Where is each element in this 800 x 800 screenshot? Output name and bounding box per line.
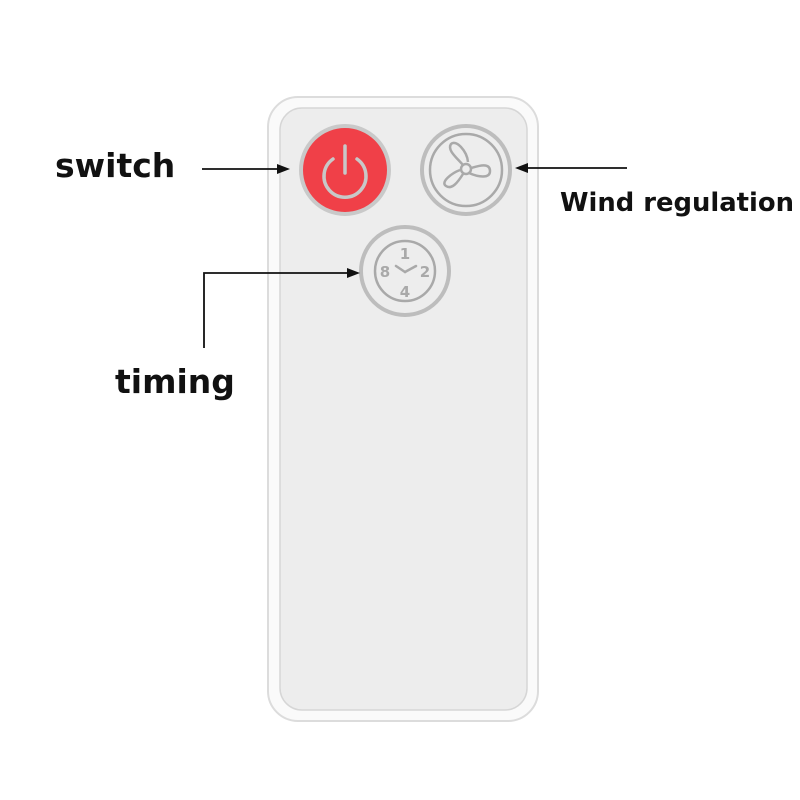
clock-number-bottom: 4 [400,283,410,301]
remote-face-panel [279,107,528,711]
clock-hands [394,264,418,274]
timing-arrow [203,272,350,348]
power-button[interactable] [299,124,391,216]
switch-label: switch [55,146,175,185]
wind-regulation-callout: Wind regulation [515,163,794,218]
power-icon [322,144,368,199]
wind-regulation-arrowhead [515,163,528,173]
clock-number-left: 8 [380,263,390,281]
remote-control [267,96,539,722]
fan-icon [443,141,492,189]
wind-regulation-button[interactable] [420,124,512,216]
wind-regulation-label: Wind regulation [560,188,794,218]
switch-callout: switch [55,146,290,185]
timing-callout: timing [115,268,360,401]
switch-arrowhead [277,164,290,174]
clock-icon: 1 2 4 8 [380,245,430,301]
timing-label: timing [115,362,235,401]
timing-arrowhead [347,268,360,278]
clock-number-top: 1 [400,245,410,263]
clock-number-right: 2 [420,263,430,281]
timing-button[interactable]: 1 2 4 8 [359,225,451,317]
